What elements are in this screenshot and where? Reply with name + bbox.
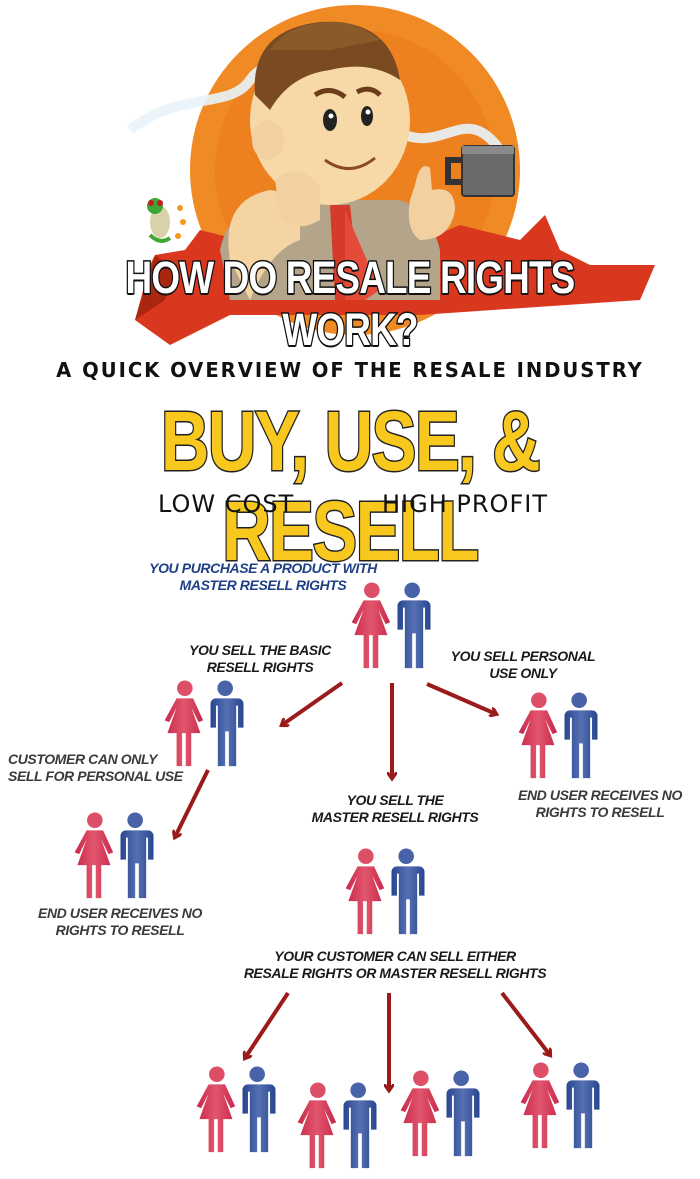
- basic-customer-label: CUSTOMER CAN ONLY SELL FOR PERSONAL USE: [8, 751, 183, 784]
- tagline-high-profit: HIGH PROFIT: [382, 490, 548, 518]
- branch-personal-label: YOU SELL PERSONAL USE ONLY: [450, 648, 596, 681]
- tree-frog-mascot: [147, 198, 186, 243]
- arrow-basic-to-enduser: [175, 769, 210, 837]
- root-label: YOU PURCHASE A PRODUCT WITH MASTER RESEL…: [149, 560, 377, 593]
- downstream-customer-1-people-icon: [192, 1066, 282, 1154]
- cartoon-businessman-illustration: [126, 5, 655, 345]
- hero-illustration: HOW DO RESALE RIGHTS WORK?: [0, 0, 700, 357]
- subtitle: A QUICK OVERVIEW OF THE RESALE INDUSTRY: [56, 358, 644, 382]
- arrow-master-right: [500, 991, 550, 1055]
- arrow-to-personal: [426, 682, 496, 714]
- personal-enduser-people-icon: [514, 692, 604, 780]
- personal-enduser-label: END USER RECEIVES NO RIGHTS TO RESELL: [518, 787, 682, 820]
- master-customer-label: YOUR CUSTOMER CAN SELL EITHER RESALE RIG…: [243, 948, 547, 981]
- root-people-icon: [347, 582, 437, 670]
- arrow-to-basic: [282, 681, 344, 725]
- basic-enduser-people-icon: [70, 812, 160, 900]
- branch-basic-label: YOU SELL THE BASIC RESELL RIGHTS: [189, 642, 331, 675]
- tagline-low-cost: LOW COST: [158, 490, 295, 518]
- page-title: HOW DO RESALE RIGHTS WORK?: [124, 251, 576, 357]
- downstream-customer-3-people-icon: [396, 1070, 486, 1158]
- downstream-customer-4-people-icon: [516, 1062, 606, 1150]
- downstream-customer-2-people-icon: [293, 1082, 383, 1170]
- arrow-master-left: [245, 991, 290, 1058]
- basic-enduser-label: END USER RECEIVES NO RIGHTS TO RESELL: [38, 905, 202, 938]
- master-customer-people-icon: [341, 848, 431, 936]
- branch-master-label: YOU SELL THE MASTER RESELL RIGHTS: [311, 792, 479, 825]
- headline: BUY, USE, & RESELL: [160, 394, 542, 578]
